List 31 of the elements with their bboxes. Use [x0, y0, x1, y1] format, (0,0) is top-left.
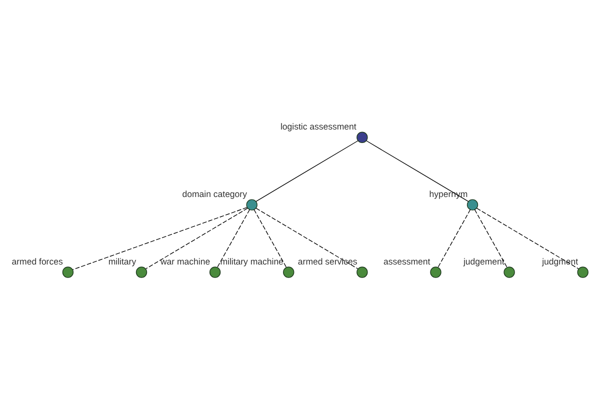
node-circle — [356, 266, 368, 278]
node-circle — [283, 266, 294, 278]
node-label: war machine — [160, 256, 210, 266]
node-circle — [246, 199, 258, 210]
connector — [217, 209, 250, 268]
node-circle — [577, 266, 588, 278]
node-circle — [466, 199, 478, 210]
node-circle — [62, 266, 74, 278]
connector — [256, 140, 358, 202]
node-label: military — [108, 256, 136, 266]
connector — [145, 208, 248, 270]
connector — [474, 209, 508, 268]
connector — [366, 140, 469, 202]
connector — [476, 208, 579, 270]
connector — [438, 209, 471, 268]
connector — [256, 208, 358, 270]
connector — [72, 207, 248, 270]
node-label: domain category — [182, 188, 247, 199]
node-label: armed forces — [12, 256, 63, 266]
node-circle — [356, 132, 368, 143]
node-circle — [430, 266, 442, 278]
node-circle — [136, 266, 148, 278]
node-label: assessment — [383, 256, 430, 266]
node-circle — [209, 266, 221, 278]
node-label: judgment — [542, 256, 578, 266]
node-circle — [504, 266, 515, 278]
node-label: military machine — [220, 256, 284, 266]
connector — [254, 209, 287, 268]
node-label: armed services — [298, 256, 358, 266]
node-label: judgement — [463, 256, 504, 266]
node-label: logistic assessment — [280, 122, 356, 132]
